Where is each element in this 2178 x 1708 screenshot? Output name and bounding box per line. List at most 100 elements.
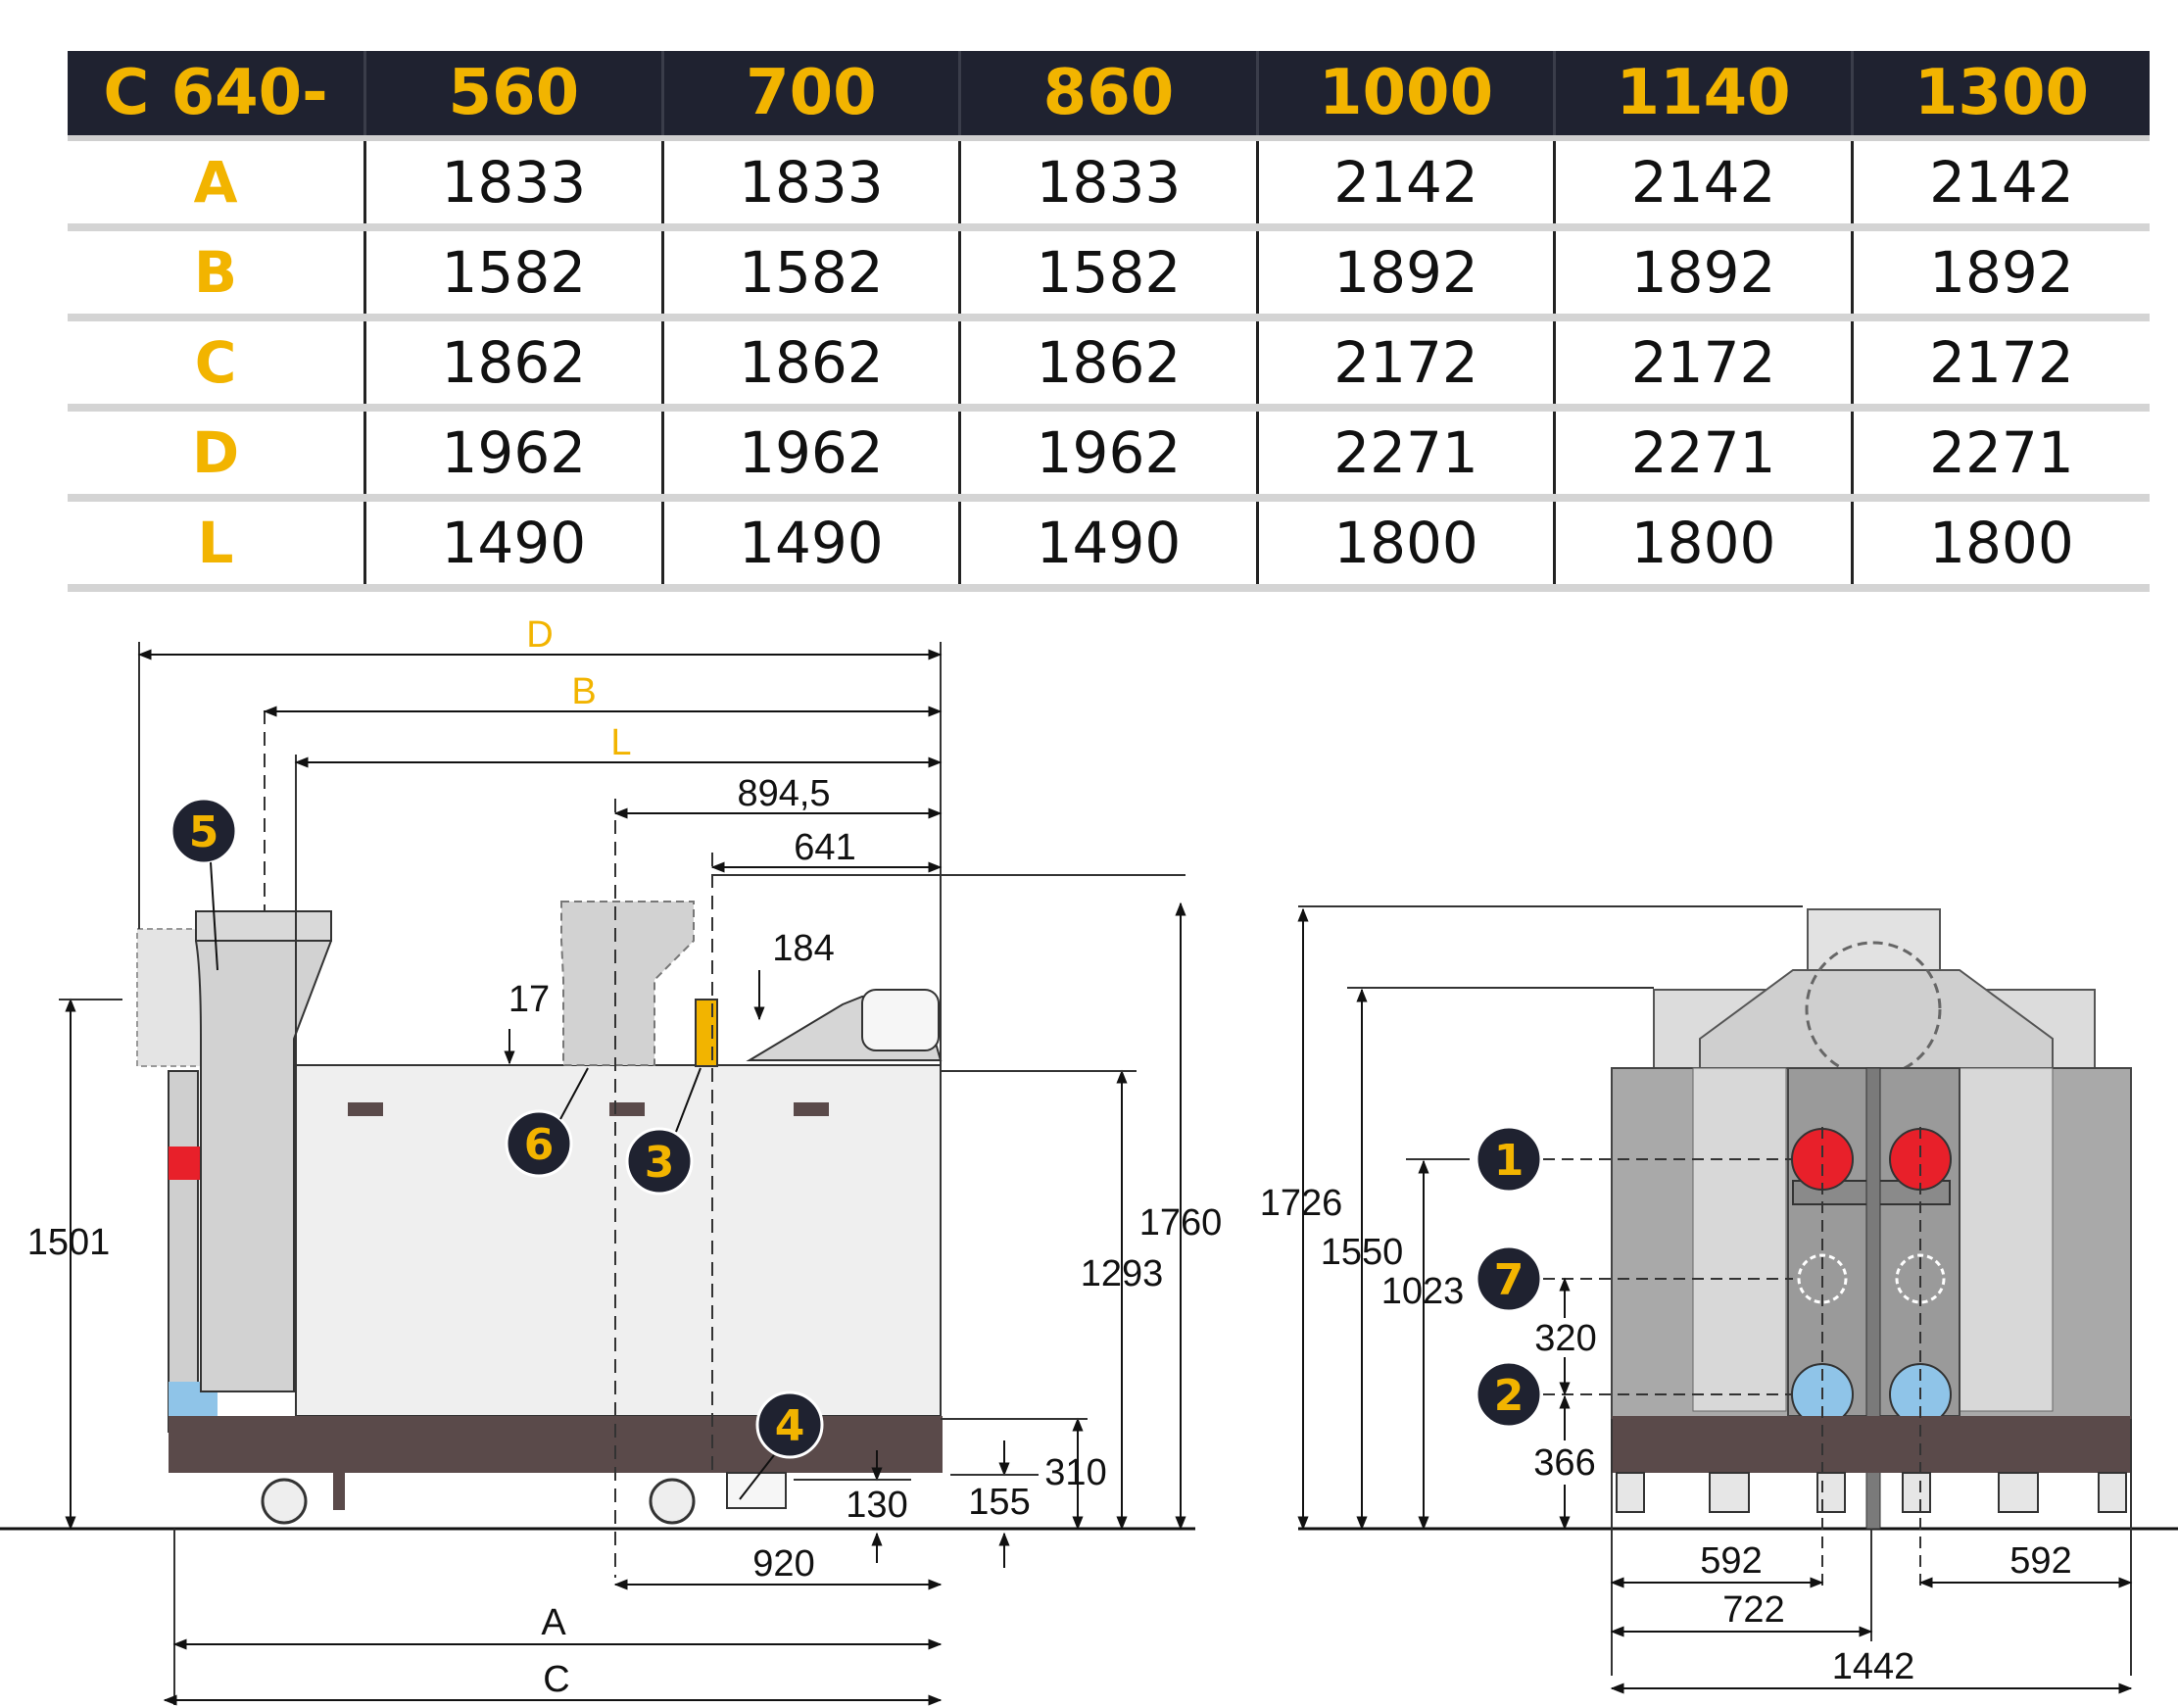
- table-cell: 1800: [1852, 498, 2150, 592]
- vent-slot: [348, 1102, 383, 1116]
- table-cell: 1892: [1852, 227, 2150, 321]
- header-1000: 1000: [1257, 51, 1557, 138]
- table-cell: 1582: [959, 227, 1259, 321]
- rear-cover: [136, 928, 202, 1067]
- table-cell: 1582: [364, 227, 664, 321]
- dim-label-920: 920: [752, 1543, 814, 1585]
- front-column-left: [1692, 1067, 1787, 1412]
- table-cell: 2271: [1554, 408, 1854, 502]
- table-cell: 1962: [662, 408, 962, 502]
- front-wheel: [1902, 1472, 1931, 1513]
- table-header-row: C 640- 560 700 860 1000 1140 1300: [68, 51, 2150, 138]
- dim-label-A: A: [541, 1602, 566, 1643]
- header-560: 560: [364, 51, 664, 138]
- table-cell: 2172: [1554, 317, 1854, 412]
- table-cell: 2142: [1554, 135, 1854, 231]
- alt-flange-right: [1895, 1253, 1946, 1304]
- svg-text:2: 2: [1494, 1371, 1525, 1421]
- flue-dashed-circle: [1805, 941, 1942, 1078]
- wheel: [261, 1478, 308, 1525]
- table-cell: 1800: [1554, 498, 1854, 592]
- table-row: D 1962 1962 1962 2271 2271 2271: [68, 408, 2150, 502]
- dim-label-1442: 1442: [1832, 1646, 1915, 1687]
- badge-1: 1: [1475, 1125, 1543, 1194]
- front-wheel: [1616, 1472, 1645, 1513]
- header-1140: 1140: [1554, 51, 1854, 138]
- front-foot: [1709, 1472, 1750, 1513]
- dim-label-130: 130: [846, 1485, 907, 1526]
- svg-text:7: 7: [1494, 1255, 1525, 1305]
- table-cell: 2172: [1852, 317, 2150, 412]
- table-cell: 1833: [364, 135, 664, 231]
- dim-label-1726: 1726: [1260, 1183, 1343, 1224]
- alt-flange-left: [1797, 1253, 1848, 1304]
- dim-label-L: L: [610, 722, 631, 763]
- dim-label-1501: 1501: [27, 1222, 111, 1263]
- dim-label-722: 722: [1722, 1589, 1784, 1631]
- dim-label-C: C: [543, 1659, 569, 1700]
- row-label: C: [68, 317, 367, 412]
- table-cell: 1892: [1257, 227, 1557, 321]
- manifold-stem: [1865, 1067, 1881, 1530]
- front-wheel: [2098, 1472, 2127, 1513]
- table-cell: 2142: [1257, 135, 1557, 231]
- flue-outlet: [195, 910, 332, 942]
- front-foot: [1998, 1472, 2039, 1513]
- dim-label-17: 17: [508, 979, 550, 1020]
- badge-3: 3: [625, 1067, 702, 1196]
- boiler-body: [295, 1064, 942, 1417]
- dim-label-592-left: 592: [1700, 1540, 1762, 1582]
- base-frame: [169, 1416, 943, 1473]
- air-box: [560, 901, 695, 1066]
- table-cell: 1490: [959, 498, 1259, 592]
- table-cell: 2172: [1257, 317, 1557, 412]
- header-700: 700: [662, 51, 962, 138]
- table-cell: 2142: [1852, 135, 2150, 231]
- svg-text:3: 3: [645, 1138, 675, 1188]
- dim-label-155: 155: [968, 1482, 1030, 1523]
- table-cell: 2271: [1852, 408, 2150, 502]
- table-row: L 1490 1490 1490 1800 1800 1800: [68, 498, 2150, 592]
- leg: [333, 1473, 345, 1510]
- dim-label-366: 366: [1533, 1442, 1595, 1484]
- burner-head: [861, 989, 940, 1051]
- row-label: D: [68, 408, 367, 502]
- header-model: C 640-: [68, 51, 367, 138]
- table-cell: 1833: [662, 135, 962, 231]
- table-cell: 1962: [959, 408, 1259, 502]
- badge-6: 6: [505, 1067, 589, 1178]
- badge-2: 2: [1475, 1360, 1543, 1429]
- dim-label-320: 320: [1534, 1318, 1596, 1359]
- table-cell: 1490: [364, 498, 664, 592]
- dim-label-641: 641: [794, 827, 855, 868]
- dim-label-B: B: [571, 671, 596, 712]
- dim-label-1293: 1293: [1081, 1253, 1164, 1294]
- vent-slot: [794, 1102, 829, 1116]
- svg-text:5: 5: [189, 807, 219, 857]
- row-label: B: [68, 227, 367, 321]
- dim-label-184: 184: [772, 928, 834, 969]
- front-view: 1726 1550 1023 320 366 592 592 722 1442 …: [1260, 905, 2133, 1694]
- flue-collector-front: [1699, 969, 2054, 1069]
- dimension-table: C 640- 560 700 860 1000 1140 1300 A 1833…: [68, 51, 2150, 592]
- front-column-right: [1959, 1067, 2054, 1412]
- table-row: A 1833 1833 1833 2142 2142 2142: [68, 135, 2150, 231]
- row-label: L: [68, 498, 367, 592]
- table-cell: 1490: [662, 498, 962, 592]
- rear-frame: [168, 1070, 199, 1433]
- svg-text:4: 4: [775, 1401, 805, 1451]
- table-cell: 1862: [662, 317, 962, 412]
- table-cell: 1962: [364, 408, 664, 502]
- front-base: [1612, 1416, 2131, 1473]
- side-view: D B L 894,5 641 184 17 920 A C 1501 1760…: [27, 614, 1222, 1706]
- header-860: 860: [959, 51, 1259, 138]
- dim-label-592-right: 592: [2009, 1540, 2071, 1582]
- dim-label-894: 894,5: [737, 773, 830, 814]
- vent-slot: [609, 1102, 645, 1116]
- svg-text:1: 1: [1494, 1136, 1525, 1186]
- table-cell: 1862: [959, 317, 1259, 412]
- badge-4: 4: [739, 1391, 824, 1500]
- dim-label-D: D: [526, 614, 553, 656]
- badge-7: 7: [1475, 1244, 1543, 1313]
